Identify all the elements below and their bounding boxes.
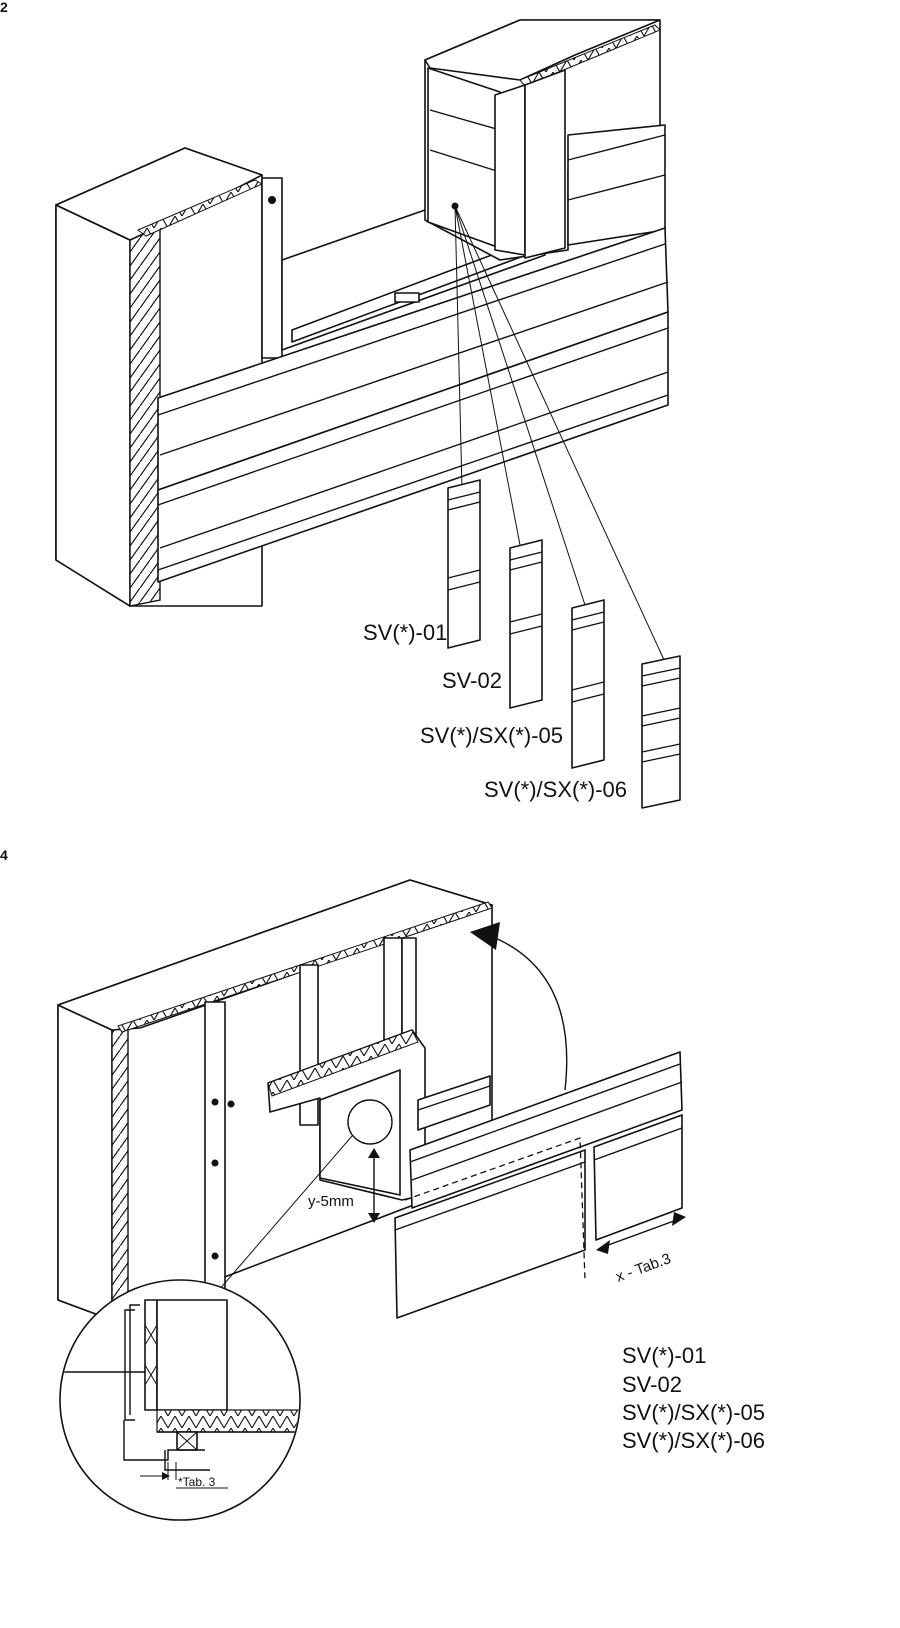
dimension-x-line: [599, 1217, 683, 1249]
profile-sv02: [509, 539, 543, 709]
profile-sv05: [571, 599, 605, 769]
label-sv05: SV(*)/SX(*)-05: [420, 723, 563, 748]
siding-bottom-edge: [157, 394, 669, 571]
rotation-arrow-head: [470, 922, 500, 950]
left-column-trim: [261, 177, 283, 359]
trim-left-screw-2: [211, 1159, 219, 1167]
detail-gap-arrow-head: [162, 1472, 170, 1480]
trim-left-screw-1: [211, 1098, 219, 1106]
detail-flashing: [123, 1420, 205, 1461]
section-detail: [59, 1279, 301, 1521]
detail-batten: [144, 1299, 158, 1411]
detail-wall-block: [156, 1299, 228, 1411]
list-item-sv01: SV(*)-01: [622, 1343, 706, 1368]
siding-upper-groove: [159, 281, 669, 456]
figure-top-wall-illustration: [55, 19, 681, 809]
detail-batten-x2: [144, 1324, 158, 1346]
list-item-sv06: SV(*)/SX(*)-06: [622, 1428, 765, 1453]
figure-bottom-wall-illustration: [57, 879, 686, 1521]
detail-leader-line: [211, 1135, 353, 1299]
trim-left: [204, 1001, 226, 1291]
siding-lower-left: [394, 1149, 586, 1319]
detail-flashing-lower: [164, 1450, 210, 1471]
lower-wall-insulation: [111, 1022, 129, 1321]
ray-to-sv02: [454, 205, 521, 546]
ray-to-sv01: [454, 205, 463, 489]
dimension-y-head-bottom: [368, 1213, 380, 1223]
corner-trim-side: [524, 69, 566, 259]
siding-lower-edge: [157, 327, 669, 506]
right-column-top-edge: [519, 24, 661, 87]
right-siding-line-2: [567, 174, 666, 201]
window-head-profile: [267, 1029, 419, 1097]
right-upper-siding: [567, 124, 666, 246]
left-trim-screw: [268, 196, 276, 204]
trim-left-screw-3: [211, 1252, 219, 1260]
right-siding-line-1: [567, 134, 666, 161]
siding-lower-right: [593, 1114, 683, 1241]
face-groove-2: [429, 149, 501, 173]
dimension-x-head-left: [596, 1240, 610, 1254]
list-item-sv05: SV(*)/SX(*)-05: [622, 1400, 765, 1425]
ray-to-sv06: [454, 205, 666, 663]
label-sv01: SV(*)-01: [363, 620, 447, 645]
dimension-y-head-top: [368, 1148, 380, 1158]
rotation-arrow-curve: [487, 934, 568, 1091]
detail-note-label: *Tab. 3: [178, 1475, 216, 1489]
siding-upper-edge: [157, 243, 666, 416]
list-item-sv02: SV-02: [622, 1372, 682, 1397]
siding-install-edge: [409, 1063, 681, 1163]
label-sv02: SV-02: [442, 668, 502, 693]
detail-callout-circle: [347, 1099, 393, 1145]
face-groove-1: [429, 109, 501, 131]
right-column-face: [427, 67, 501, 249]
dimension-x-head-right: [672, 1212, 686, 1226]
profile-sv06: [641, 655, 681, 809]
siding-course-being-installed: [409, 1051, 683, 1209]
upper-siding-line: [417, 1085, 491, 1111]
lower-wall-side: [57, 1004, 113, 1321]
ray-to-sv05: [454, 205, 586, 606]
detail-insulation-layer: [156, 1409, 299, 1433]
detail-sill-x2: [176, 1431, 198, 1451]
figure-bottom-number: 4: [0, 847, 8, 863]
siding-course-lower: [157, 311, 669, 583]
left-column-side: [55, 204, 131, 607]
rail-clip: [394, 292, 420, 303]
trim-screw-4: [227, 1100, 235, 1108]
siding-lower-right-edge: [593, 1127, 683, 1161]
left-column-insulation: [129, 224, 161, 607]
siding-install-groove: [411, 1081, 683, 1181]
dimension-x-label: x - Tab.3: [614, 1250, 674, 1286]
cut-line-dashed: [404, 1137, 586, 1281]
label-sv06: SV(*)/SX(*)-06: [484, 777, 627, 802]
figure-top-number: 2: [0, 0, 8, 15]
profile-sv01: [447, 479, 481, 649]
window-reveal: [319, 1069, 401, 1196]
detail-panel-edge: [129, 1304, 140, 1415]
dimension-y-label: y-5mm: [308, 1193, 354, 1210]
siding-lower-left-edge: [394, 1161, 586, 1231]
corner-trim: [494, 84, 526, 256]
siding-lower-groove: [159, 371, 669, 549]
upper-siding-right-a: [417, 1075, 491, 1131]
detail-batten-x4: [144, 1364, 158, 1386]
